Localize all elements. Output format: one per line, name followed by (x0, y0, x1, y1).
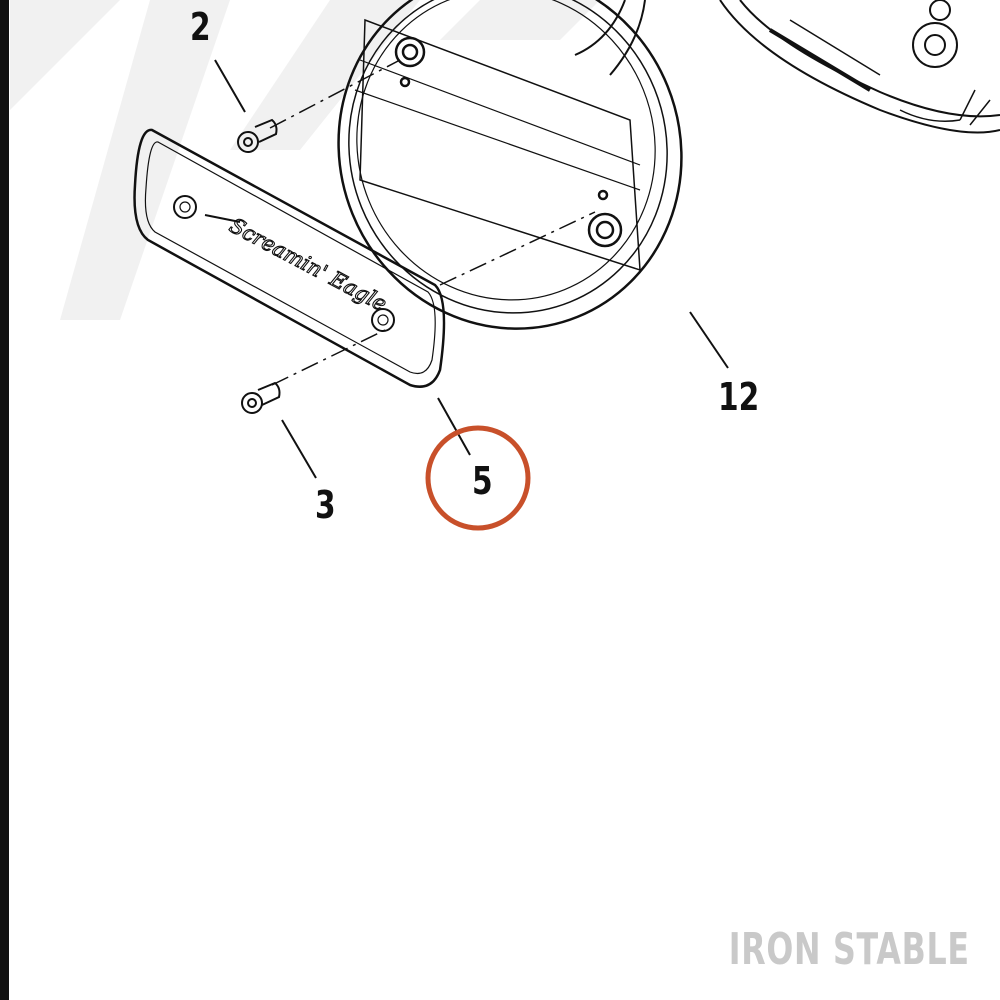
highlight-circle (425, 425, 531, 531)
emblem-text: Screamin' Eagle (226, 213, 391, 316)
alignment-lines (269, 59, 596, 386)
leader-lines (214, 59, 729, 479)
callout-3: 3 (315, 483, 336, 527)
adjacent-housing (719, 0, 1000, 134)
left-edge-bar (0, 0, 9, 1000)
screw-part-2 (237, 118, 278, 153)
callout-2: 2 (190, 5, 211, 49)
air-cleaner-housing (337, 0, 683, 330)
screw-part-3 (241, 381, 281, 414)
callout-12: 12 (718, 375, 760, 419)
brand-watermark: IRON STABLE (728, 924, 970, 975)
emblem-plate: Screamin' Eagle (133, 128, 446, 388)
callout-5: 5 (472, 459, 493, 503)
